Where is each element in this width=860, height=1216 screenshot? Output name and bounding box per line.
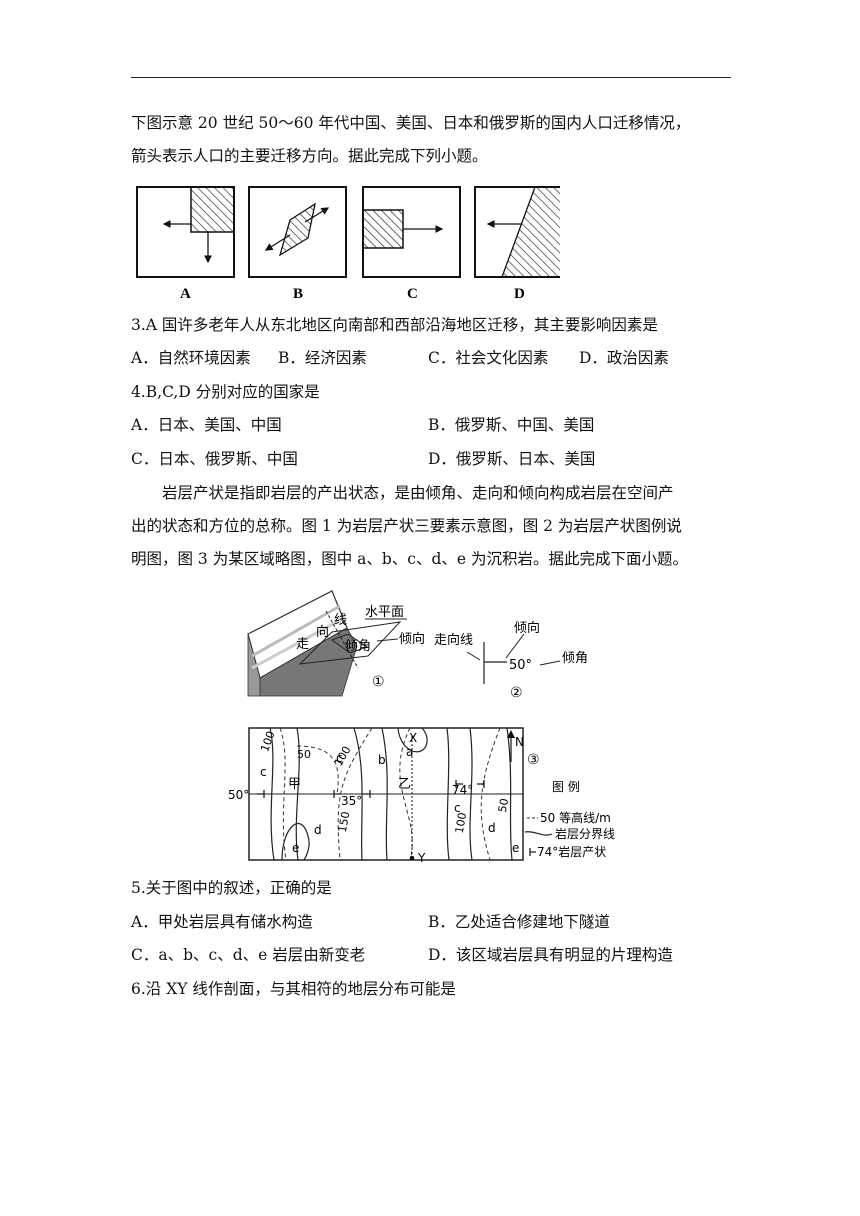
label-dip-dir: 倾向 xyxy=(399,631,425,647)
q3-option-c: C．社会文化因素 xyxy=(428,349,549,367)
rock-e-2: e xyxy=(512,841,519,855)
legend-deg: 50° xyxy=(509,658,532,673)
intro2-line2: 出的状态和方位的总称。图 1 为岩层产状三要素示意图，图 2 为岩层产状图例说 xyxy=(131,517,682,535)
contour-6: 50 xyxy=(496,797,511,813)
rock-c-2: c xyxy=(336,751,343,765)
label-water: 水平面 xyxy=(365,605,404,620)
label-dip-angle: 倾角 xyxy=(345,639,371,654)
label-mid-deg: 35° xyxy=(341,794,362,808)
legend-boundary: 岩层分界线 xyxy=(555,826,615,841)
legend-title: 图 例 xyxy=(552,780,580,794)
q4-stem: 4.B,C,D 分别对应的国家是 xyxy=(131,383,320,401)
label-d: D xyxy=(514,286,525,302)
q5-stem: 5.关于图中的叙述，正确的是 xyxy=(131,879,332,897)
contour-4: 150 xyxy=(336,810,352,833)
q3-option-b: B．经济因素 xyxy=(278,349,367,367)
legend-contour: 50 等高线/m xyxy=(540,810,611,825)
label-xian: 线 xyxy=(334,613,347,628)
diagram-c xyxy=(362,186,461,278)
y-label: Y xyxy=(417,851,426,865)
diagram-2: 走向线 倾向 50° 倾角 ② xyxy=(434,620,588,701)
rock-d-1: d xyxy=(314,823,322,837)
diagram-3-number: ③ xyxy=(527,752,540,768)
label-xiang: 向 xyxy=(316,624,329,640)
label-left-deg: 50° xyxy=(228,788,249,802)
contour-1: 100 xyxy=(258,729,277,753)
contour-2: 50 xyxy=(297,748,311,761)
contour-5: 100 xyxy=(453,811,469,834)
q3-option-a: A．自然环境因素 xyxy=(131,349,251,367)
header-rule xyxy=(131,77,731,78)
migration-figure: A B C D xyxy=(136,186,560,302)
label-zou: 走 xyxy=(296,637,309,652)
q5-option-d: D．该区域岩层具有明显的片理构造 xyxy=(428,946,673,964)
x-label: X xyxy=(409,731,417,745)
q6-stem: 6.沿 XY 线作剖面，与其相符的地层分布可能是 xyxy=(131,980,456,998)
label-yi: 乙 xyxy=(398,777,411,792)
rock-a: a xyxy=(406,745,413,759)
q3-stem: 3.A 国许多老年人从东北地区向南部和西部沿海地区迁移，其主要影响因素是 xyxy=(131,316,658,334)
label-c: C xyxy=(407,286,418,302)
rock-attitude-figure: 走 向 线 水平面 倾角 倾向 ① 走向线 倾向 50° 倾角 ② xyxy=(228,590,615,865)
rock-d-2: d xyxy=(488,821,496,835)
legend-strike: 走向线 xyxy=(434,632,473,648)
q4-option-c: C．日本、俄罗斯、中国 xyxy=(131,450,298,468)
label-jia: 甲 xyxy=(288,777,301,792)
intro2-line1: 岩层产状是指即岩层的产出状态，是由倾角、走向和倾向构成岩层在空间产 xyxy=(162,484,674,502)
label-right-deg: 74° xyxy=(452,783,473,797)
diagram-b xyxy=(248,186,347,278)
q4-option-b: B．俄罗斯、中国、美国 xyxy=(428,416,595,434)
q5-option-c: C．a、b、c、d、e 岩层由新变老 xyxy=(131,946,366,964)
intro1-line2: 箭头表示人口的主要迁移方向。据此完成下列小题。 xyxy=(131,147,488,165)
intro1-line1: 下图示意 20 世纪 50～60 年代中国、美国、日本和俄罗斯的国内人口迁移情况… xyxy=(131,114,691,132)
rock-c-3: c xyxy=(454,801,461,815)
legend-attitude: 74°岩层产状 xyxy=(537,844,606,859)
label-b: B xyxy=(293,286,303,302)
intro2-line3: 明图，图 3 为某区域略图，图中 a、b、c、d、e 为沉积岩。据此完成下面小题… xyxy=(131,550,689,568)
diagram-1-number: ① xyxy=(372,674,385,690)
north-label: N xyxy=(515,735,524,749)
diagram-d xyxy=(474,186,560,278)
label-a: A xyxy=(180,286,191,302)
legend-dip-dir: 倾向 xyxy=(514,620,540,636)
q3-option-d: D．政治因素 xyxy=(579,349,669,367)
q4-option-a: A．日本、美国、中国 xyxy=(131,416,282,434)
rock-e-1: e xyxy=(292,841,299,855)
diagram-a xyxy=(136,186,235,278)
q5-option-a: A．甲处岩层具有储水构造 xyxy=(131,913,313,931)
q4-option-d: D．俄罗斯、日本、美国 xyxy=(428,450,596,468)
rock-c-1: c xyxy=(260,765,267,779)
diagram-3: N ③ X Y 甲 乙 50° 35° 74° 100 50 100 150 1… xyxy=(228,727,615,865)
rock-b: b xyxy=(378,753,386,767)
diagram-2-number: ② xyxy=(510,685,523,701)
q5-option-b: B．乙处适合修建地下隧道 xyxy=(428,913,610,931)
legend-dip-angle: 倾角 xyxy=(562,651,588,666)
diagram-1: 走 向 线 水平面 倾角 倾向 ① xyxy=(247,590,425,697)
